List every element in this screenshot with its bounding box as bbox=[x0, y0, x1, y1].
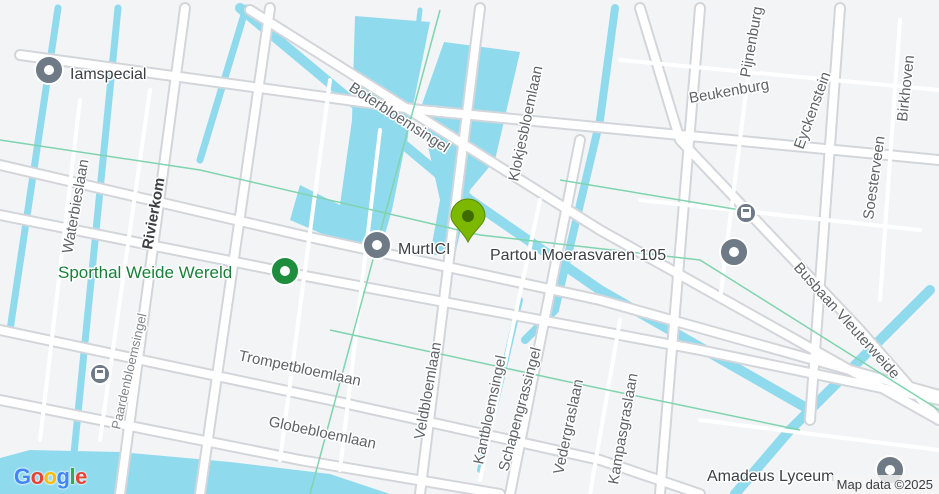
road-vedergraslaan bbox=[656, 4, 704, 494]
poi-label-sporthal: Sporthal Weide Wereld bbox=[58, 263, 232, 282]
road-eyckenstein bbox=[806, 4, 844, 424]
water-east-canal bbox=[730, 285, 935, 494]
road-boterbloemsingel bbox=[246, 6, 939, 424]
google-logo-text: Google bbox=[14, 464, 87, 489]
bus-stop-icon[interactable] bbox=[735, 202, 757, 224]
water-south-canal bbox=[0, 450, 390, 494]
road-south bbox=[0, 396, 504, 494]
poi-label-amadeus: Amadeus Lyceum bbox=[707, 468, 834, 485]
poi-label-murtici: MurtICI bbox=[398, 241, 450, 258]
place-icon bbox=[270, 256, 300, 286]
poi-murtici[interactable]: MurtICI bbox=[362, 230, 452, 260]
road-globebloemlaan bbox=[0, 326, 704, 494]
water-north-strip bbox=[402, 7, 423, 143]
poi-partou[interactable]: Partou Moerasvaren 105 bbox=[489, 237, 749, 267]
poi-label-partou: Partou Moerasvaren 105 bbox=[490, 247, 666, 264]
map-attribution[interactable]: Map data ©2025 bbox=[830, 475, 939, 494]
road-north bbox=[16, 51, 939, 164]
road-paardenbloemsingel bbox=[196, 4, 274, 494]
poi-iamspecial[interactable]: Iamspecial bbox=[34, 28, 148, 85]
minor-roads bbox=[38, 18, 939, 494]
road-veldbloemlaan bbox=[416, 4, 484, 494]
road-layer bbox=[0, 4, 939, 494]
place-icon bbox=[34, 55, 64, 85]
place-icon bbox=[719, 237, 749, 267]
water-canal-west bbox=[290, 16, 430, 258]
google-logo: Google bbox=[14, 464, 87, 490]
poi-label-iamspecial: Iamspecial bbox=[70, 66, 146, 83]
road-schapengrassingel bbox=[506, 136, 584, 494]
road-rivierkom bbox=[116, 4, 189, 494]
place-icon bbox=[362, 230, 392, 260]
map-pin-icon[interactable] bbox=[450, 198, 486, 244]
poi-sporthal[interactable]: Sporthal Weide Wereld bbox=[57, 256, 300, 286]
road-busbaan bbox=[636, 4, 939, 424]
bus-stop-icon[interactable] bbox=[89, 363, 111, 385]
